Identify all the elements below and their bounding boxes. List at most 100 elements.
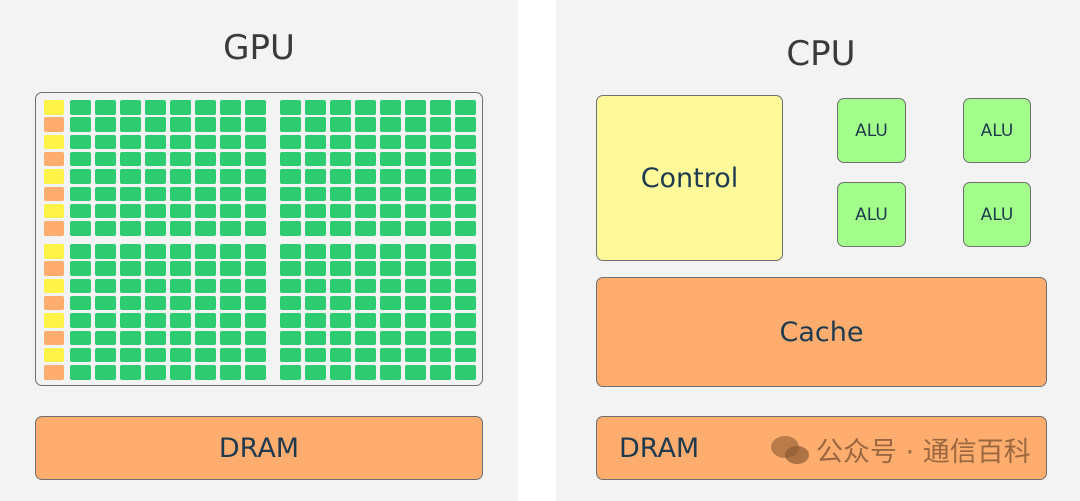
gpu-core-cell [430, 261, 451, 276]
gpu-core-cell [305, 203, 326, 219]
gpu-core-cell [355, 261, 376, 276]
gpu-core-cell [380, 203, 401, 219]
gpu-core-cell [170, 278, 191, 294]
gpu-core-cell [305, 134, 326, 150]
gpu-core-cell [355, 244, 376, 259]
gpu-core-cell [330, 261, 351, 276]
gpu-core-cell [245, 186, 266, 201]
gpu-core-cell [405, 151, 426, 167]
gpu-core-cell [355, 100, 376, 115]
gpu-core-cell [70, 151, 91, 167]
gpu-core-cell [280, 151, 301, 167]
gpu-core-cell [380, 347, 401, 363]
gpu-core-cell [120, 347, 141, 363]
gpu-core-cell [405, 186, 426, 201]
gpu-core-cell [305, 221, 326, 236]
gpu-control-cell [44, 278, 64, 294]
gpu-core-cell [195, 295, 216, 311]
cpu-alu: ALU [837, 182, 906, 247]
wechat-icon [771, 435, 809, 464]
gpu-core-cell [355, 203, 376, 219]
cpu-dram-label: DRAM [619, 432, 700, 464]
gpu-core-cell [95, 203, 116, 219]
gpu-core-cell [245, 347, 266, 363]
gpu-core-cell [95, 134, 116, 150]
gpu-core-cell [430, 313, 451, 328]
gpu-core-cell [245, 151, 266, 167]
gpu-core-cell [120, 100, 141, 115]
gpu-core-cell [280, 261, 301, 276]
gpu-core-cell [170, 313, 191, 328]
gpu-core-cell [430, 295, 451, 311]
gpu-core-cell [70, 117, 91, 132]
gpu-core-cell [220, 100, 241, 115]
gpu-core-cell [455, 365, 476, 380]
gpu-core-cell [145, 244, 166, 259]
gpu-core-cell [195, 134, 216, 150]
gpu-core-cell [70, 134, 91, 150]
gpu-core-cell [95, 313, 116, 328]
gpu-core-cell [355, 117, 376, 132]
gpu-core-cell [245, 221, 266, 236]
gpu-core-cell [245, 330, 266, 345]
gpu-core-cell [145, 169, 166, 184]
gpu-core-cell [245, 261, 266, 276]
gpu-core-cell [405, 100, 426, 115]
gpu-core-cell [330, 100, 351, 115]
gpu-core-cell [245, 365, 266, 380]
gpu-core-cell [120, 134, 141, 150]
gpu-core-cell [120, 244, 141, 259]
gpu-core-cell [405, 295, 426, 311]
gpu-control-cell [44, 134, 64, 150]
gpu-core-cell [95, 330, 116, 345]
gpu-core-cell [280, 365, 301, 380]
gpu-core-cell [170, 134, 191, 150]
gpu-core-cell [430, 117, 451, 132]
gpu-core-cell [405, 365, 426, 380]
gpu-control-cell [44, 203, 64, 219]
gpu-core-cell [380, 151, 401, 167]
gpu-core-cell [120, 186, 141, 201]
gpu-core-cell [305, 186, 326, 201]
gpu-dram: DRAM [35, 416, 483, 480]
gpu-core-cell [170, 365, 191, 380]
cpu-panel: CPU Control ALU ALU ALU ALU Cache DRAM [556, 0, 1080, 501]
gpu-core-cell [145, 100, 166, 115]
gpu-core-cell [95, 278, 116, 294]
gpu-panel: GPU DRAM [0, 0, 518, 501]
gpu-core-cell [220, 186, 241, 201]
gpu-core-cell [330, 365, 351, 380]
gpu-cache-cell [44, 221, 64, 236]
gpu-core-cell [305, 151, 326, 167]
gpu-core-cell [280, 186, 301, 201]
cpu-title: CPU [786, 34, 856, 74]
gpu-core-cell [330, 347, 351, 363]
gpu-core-cell [145, 365, 166, 380]
gpu-core-cell [220, 347, 241, 363]
gpu-core-cell [195, 313, 216, 328]
gpu-core-cell [145, 330, 166, 345]
gpu-core-cell [245, 295, 266, 311]
gpu-core-cell [355, 151, 376, 167]
gpu-core-cell [170, 244, 191, 259]
cpu-alu: ALU [963, 182, 1031, 247]
gpu-core-cell [455, 330, 476, 345]
gpu-core-cell [120, 151, 141, 167]
gpu-core-cell [430, 221, 451, 236]
gpu-core-cell [170, 261, 191, 276]
gpu-core-cell [220, 117, 241, 132]
gpu-core-cell [280, 330, 301, 345]
gpu-cache-cell [44, 330, 64, 345]
gpu-core-cell [95, 295, 116, 311]
gpu-core-cell [430, 186, 451, 201]
gpu-core-cell [355, 169, 376, 184]
gpu-core-cell [455, 278, 476, 294]
gpu-core-cell [120, 117, 141, 132]
gpu-core-cell [405, 261, 426, 276]
gpu-core-cell [330, 151, 351, 167]
gpu-core-cell [455, 117, 476, 132]
gpu-core-cell [220, 151, 241, 167]
gpu-core-cell [455, 221, 476, 236]
gpu-cache-cell [44, 186, 64, 201]
gpu-core-cell [455, 261, 476, 276]
